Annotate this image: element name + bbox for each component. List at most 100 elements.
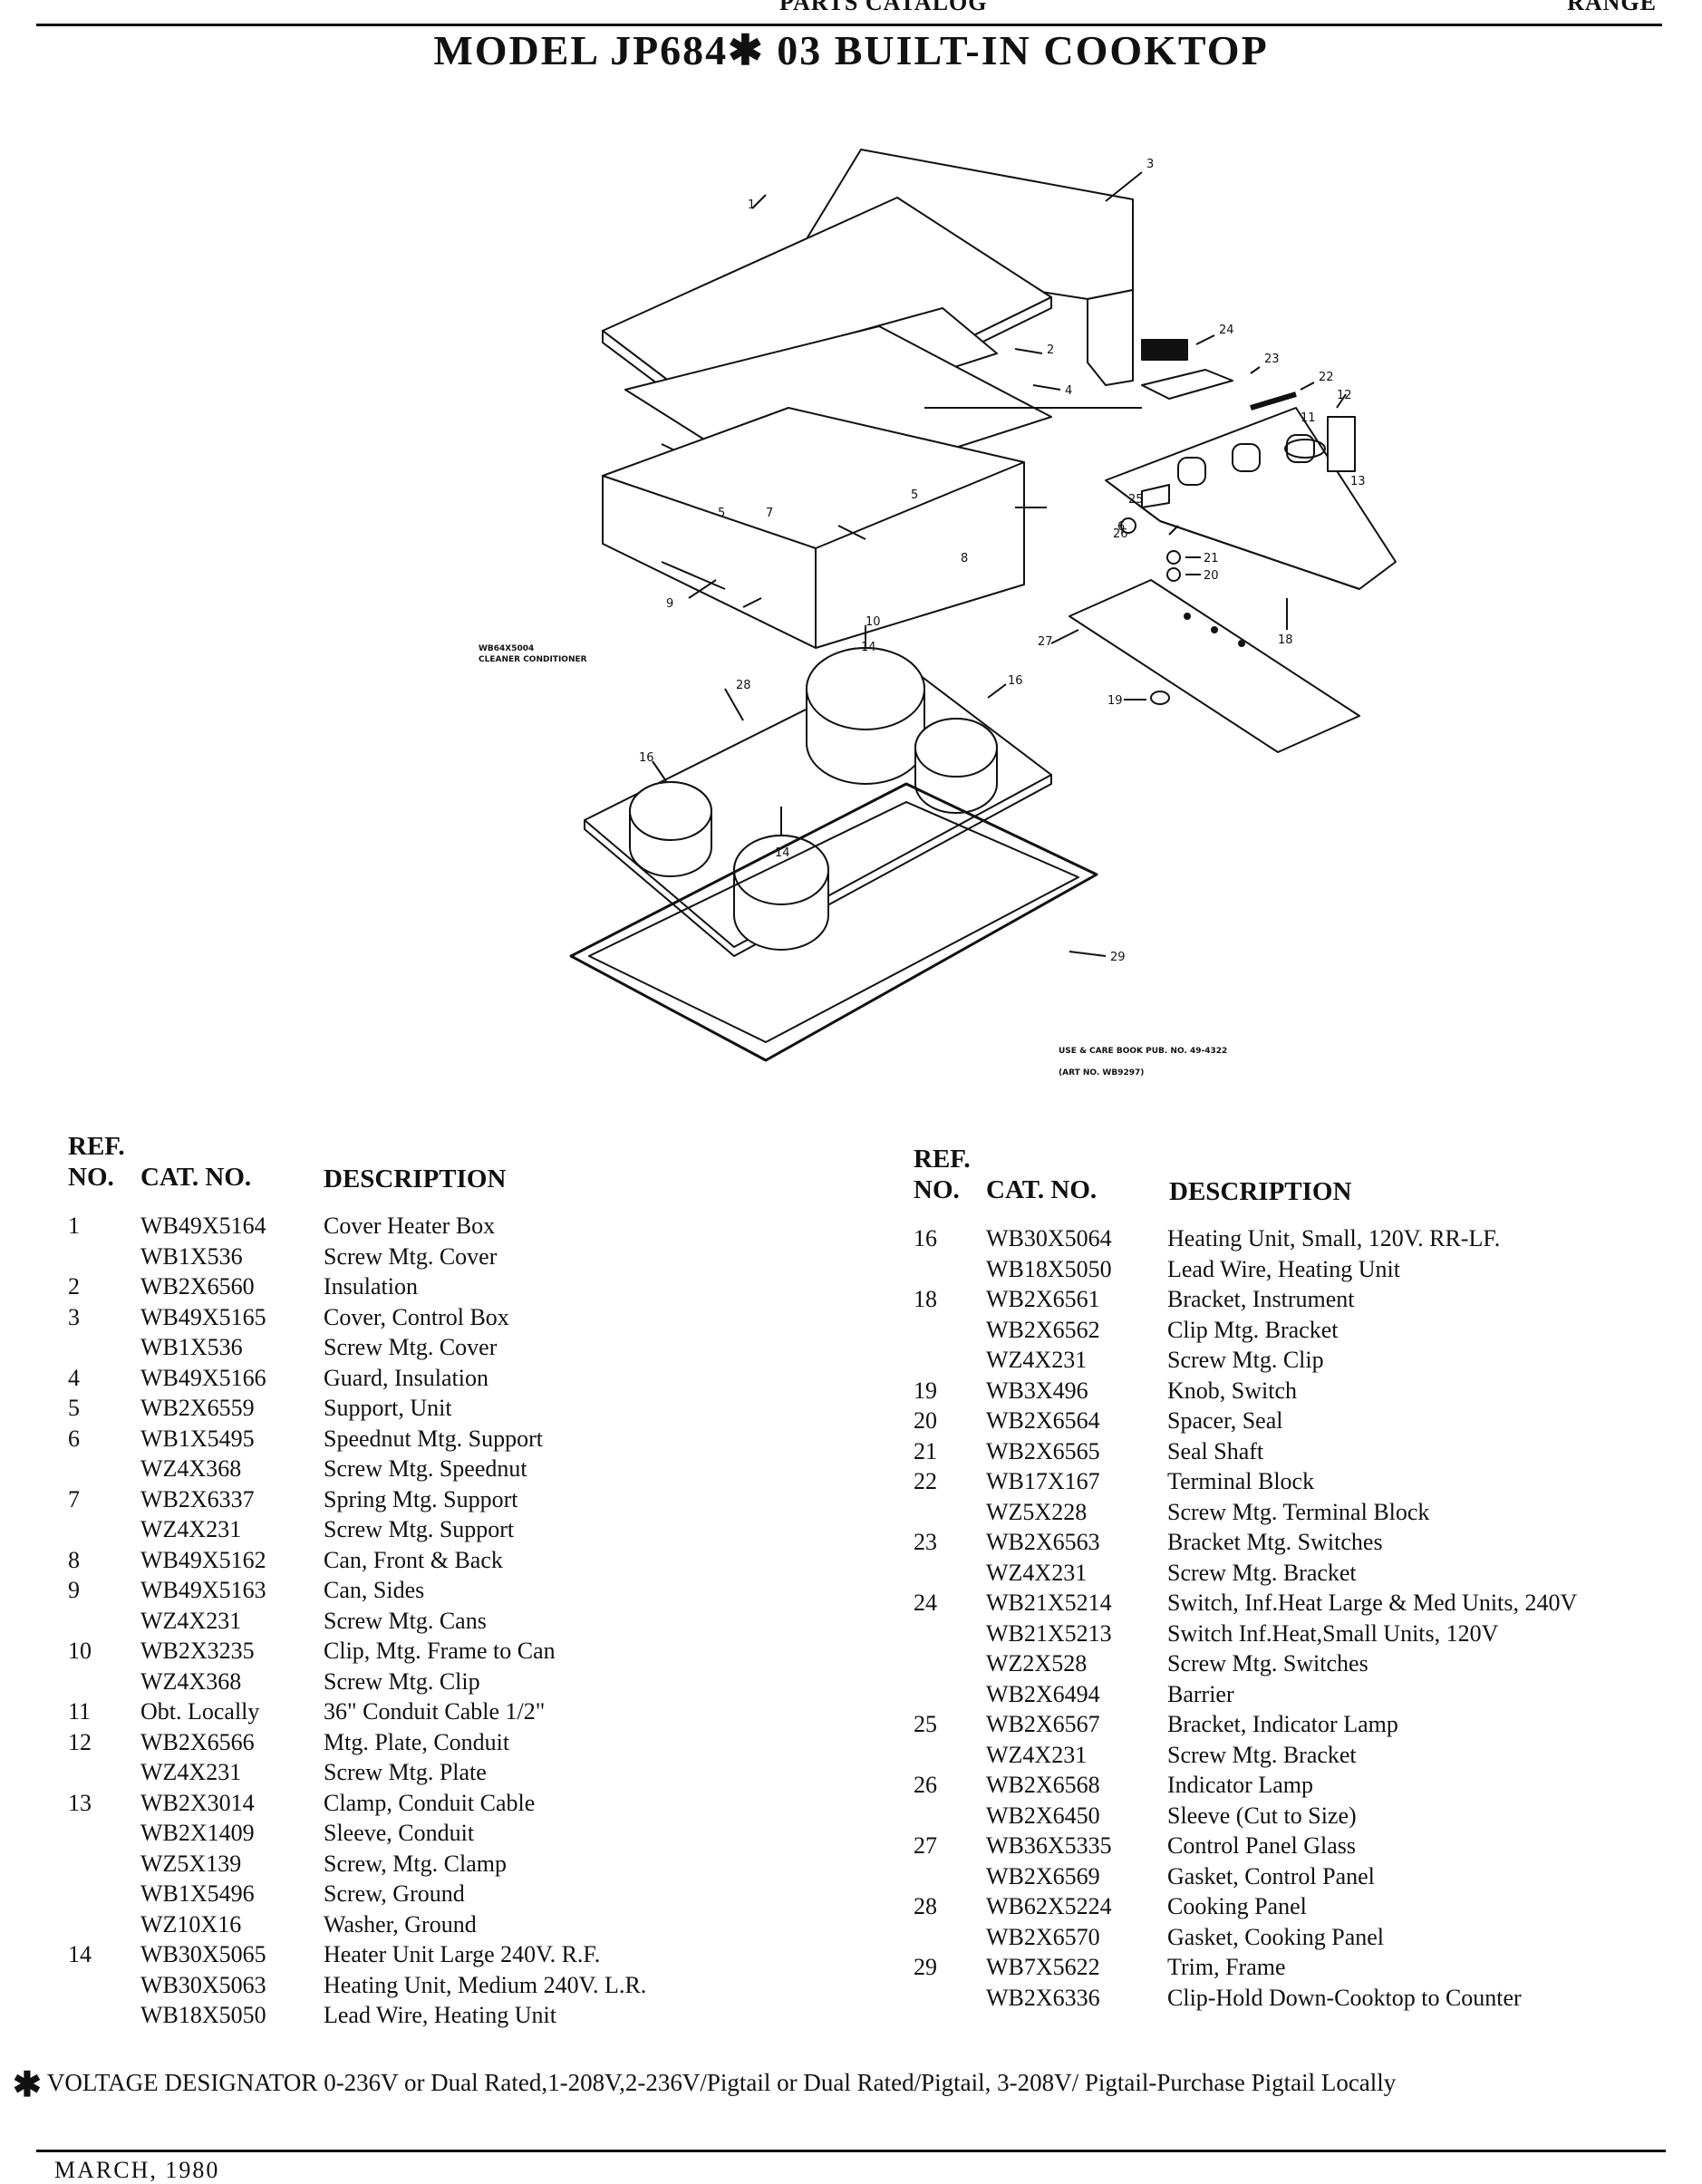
catalog-number: WB36X5335 [986,1832,1112,1859]
catalog-number: Obt. Locally [140,1698,260,1725]
svg-text:2: 2 [1047,343,1054,357]
part-description: Bracket, Indicator Lamp [1167,1711,1398,1737]
ref-number: 6 [68,1425,80,1452]
part-description: 36" Conduit Cable 1/2" [324,1698,546,1725]
ref-number: 1 [68,1213,80,1239]
cat-header: CAT. NO. [986,1175,1098,1204]
catalog-number: WB2X6336 [986,1984,1100,2011]
catalog-number: WB2X6568 [986,1772,1100,1798]
ref-number: 22 [914,1468,937,1494]
catalog-number: WZ4X368 [140,1455,242,1482]
catalog-number: WB3X496 [986,1377,1088,1404]
svg-text:14: 14 [861,641,876,654]
catalog-number: WB1X536 [140,1242,243,1270]
footnote-text: VOLTAGE DESIGNATOR 0-236V or Dual Rated,… [46,2069,1397,2096]
catalog-number: WB1X5496 [140,1880,255,1907]
part-description: Clip-Hold Down-Cooktop to Counter [1167,1984,1522,2011]
svg-text:WB64X5004: WB64X5004 [479,644,534,653]
catalog-number: WB49X5166 [140,1364,266,1391]
part-description: Screw, Ground [324,1880,465,1907]
table-row: WB1X5496 Screw, Ground [68,1879,793,1909]
part-description: Cover, Control Box [324,1303,509,1330]
svg-text:24: 24 [1219,324,1234,337]
ref-number: 3 [68,1303,80,1330]
catalog-number: WZ4X368 [140,1667,242,1695]
svg-text:USE & CARE BOOK PUB. NO. 49-43: USE & CARE BOOK PUB. NO. 49-4322 [1059,1047,1227,1056]
catalog-number: WB2X6559 [140,1395,255,1421]
ref-number: 4 [68,1364,80,1391]
part-description: Knob, Switch [1167,1377,1297,1404]
catalog-number: WB2X6560 [140,1273,255,1300]
part-description: Heating Unit, Medium 240V. L.R. [324,1971,647,1998]
part-description: Screw Mtg. Terminal Block [1167,1498,1430,1525]
part-description: Sleeve (Cut to Size) [1167,1802,1357,1829]
svg-text:7: 7 [766,507,773,520]
svg-text:16: 16 [1008,674,1023,688]
catalog-number: WB2X6562 [986,1316,1100,1343]
svg-text:13: 13 [1350,475,1366,488]
part-description: Screw Mtg. Cans [324,1607,487,1634]
ref-number: 21 [914,1437,937,1464]
footer-rule [36,2150,1666,2152]
table-header: REF. NO. CAT. NO. DESCRIPTION [914,1144,1684,1207]
svg-text:8: 8 [961,552,968,565]
ref-number: 26 [914,1772,937,1798]
svg-text:14: 14 [775,846,790,860]
part-description: Washer, Ground [324,1910,477,1938]
ref-number: 28 [914,1893,937,1919]
catalog-number: WB1X5495 [140,1425,255,1452]
catalog-number: WB2X6570 [986,1923,1100,1950]
part-description: Screw Mtg. Cover [324,1242,498,1270]
catalog-number: WB2X6337 [140,1485,255,1512]
catalog-number: WZ5X139 [140,1850,242,1877]
ref-number: 13 [68,1789,92,1816]
catalog-number: WB2X6569 [986,1862,1100,1889]
part-description: Screw Mtg. Bracket [1167,1559,1357,1586]
part-description: Screw Mtg. Cover [324,1334,498,1360]
ref-number: 16 [914,1225,937,1251]
part-description: Screw Mtg. Switches [1167,1650,1368,1677]
part-description: Switch, Inf.Heat Large & Med Units, 240V [1167,1590,1578,1616]
catalog-number: WB2X6564 [986,1407,1100,1434]
part-description: Screw Mtg. Bracket [1167,1741,1357,1768]
catalog-number: WB2X1409 [140,1820,255,1846]
part-description: Gasket, Control Panel [1167,1862,1375,1889]
catalog-number: WZ4X231 [986,1347,1088,1373]
catalog-number: WB1X536 [140,1334,243,1360]
ref-number: 25 [914,1711,937,1737]
svg-text:19: 19 [1107,694,1123,708]
svg-text:6: 6 [1117,520,1125,534]
table-row: WB2X6569 Gasket, Control Panel [914,1861,1684,1892]
part-description: Clamp, Conduit Cable [324,1789,536,1816]
ref-number: 27 [914,1832,937,1859]
asterisk-icon: ✱ [13,2066,42,2104]
table-header: REF. NO. CAT. NO. DESCRIPTION [68,1131,793,1194]
svg-text:28: 28 [736,679,751,692]
desc-header: DESCRIPTION [324,1164,507,1193]
catalog-number: WB18X5050 [140,2002,266,2028]
part-description: Switch Inf.Heat,Small Units, 120V [1167,1619,1499,1647]
catalog-number: WB18X5050 [986,1255,1112,1282]
